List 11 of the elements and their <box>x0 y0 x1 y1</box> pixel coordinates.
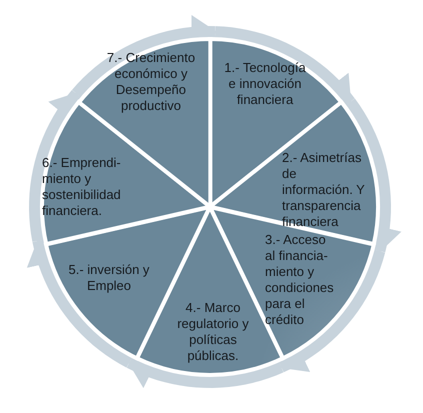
cycle-arrow <box>126 356 284 388</box>
segment-label: 4.- Marco regulatorio y políticas públicas. <box>176 300 250 364</box>
cycle-arrow <box>29 90 82 242</box>
cycle-arrow <box>345 98 402 253</box>
segment-label: 5.- inversión y Empleo <box>68 262 150 294</box>
cycle-arrow <box>278 249 386 372</box>
cycle-arrow <box>214 26 355 106</box>
cycle-arrow <box>26 238 132 368</box>
cycle-arrow <box>72 14 218 98</box>
segment-label: 2.- Asimetrías de información. Y transparencia financiera <box>282 150 366 230</box>
segment-label: 3.- Acceso al financia-miento y condiciones para el crédito <box>265 232 335 328</box>
